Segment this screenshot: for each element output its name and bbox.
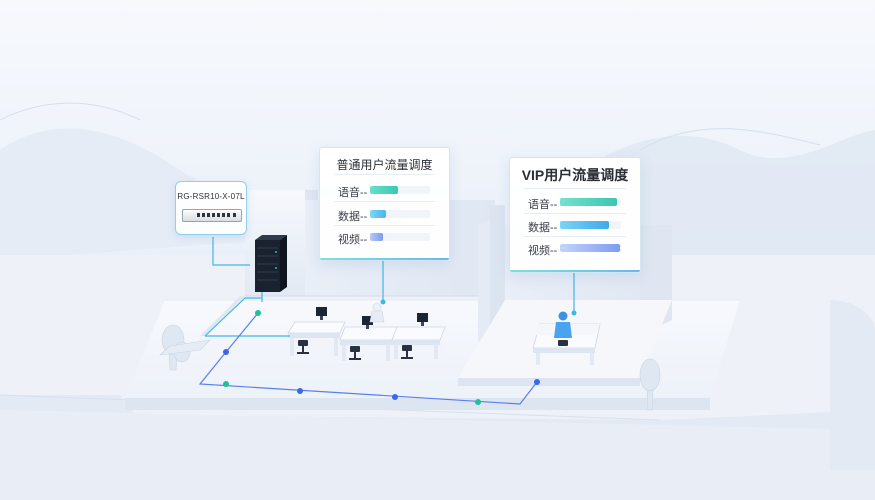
panel-accent-line [320, 258, 449, 260]
bar-voice [560, 198, 621, 206]
panel-title: 普通用户流量调度 [336, 158, 433, 172]
desk-cluster-left [287, 302, 446, 361]
row-label-data: 数据-- [338, 211, 368, 223]
bar-video [560, 244, 621, 252]
row-label-video: 视频-- [338, 234, 368, 246]
bar-voice [370, 186, 430, 194]
router-device-card: RG-RSR10-X-07L [175, 181, 247, 235]
row-label-voice: 语音-- [528, 199, 558, 211]
panel-title: VIP用户流量调度 [521, 167, 629, 183]
bar-fill-video [560, 244, 620, 252]
bar-fill-voice [370, 186, 398, 194]
bar-data [560, 221, 621, 229]
bar-fill-data [370, 210, 386, 218]
row-label-video: 视频-- [528, 245, 558, 257]
network-nodes [223, 299, 577, 405]
row-label-voice: 语音-- [338, 187, 368, 199]
device-model-label: RG-RSR10-X-07L [177, 192, 245, 201]
bar-fill-data [560, 221, 609, 229]
server-rack [255, 235, 287, 292]
router-icon [182, 209, 242, 222]
bar-fill-voice [560, 198, 617, 206]
bar-data [370, 210, 430, 218]
decor-trees [159, 324, 661, 411]
bar-video [370, 233, 430, 241]
row-label-data: 数据-- [528, 222, 558, 234]
panel-accent-line [510, 270, 640, 272]
network-links [198, 237, 575, 405]
panel-vip-users: VIP用户流量调度 语音-- 数据-- 视频-- [509, 157, 641, 273]
panel-regular-users: 普通用户流量调度 语音-- 数据-- 视频-- [319, 147, 450, 261]
bar-fill-video [370, 233, 384, 241]
desk-right [532, 311, 601, 365]
